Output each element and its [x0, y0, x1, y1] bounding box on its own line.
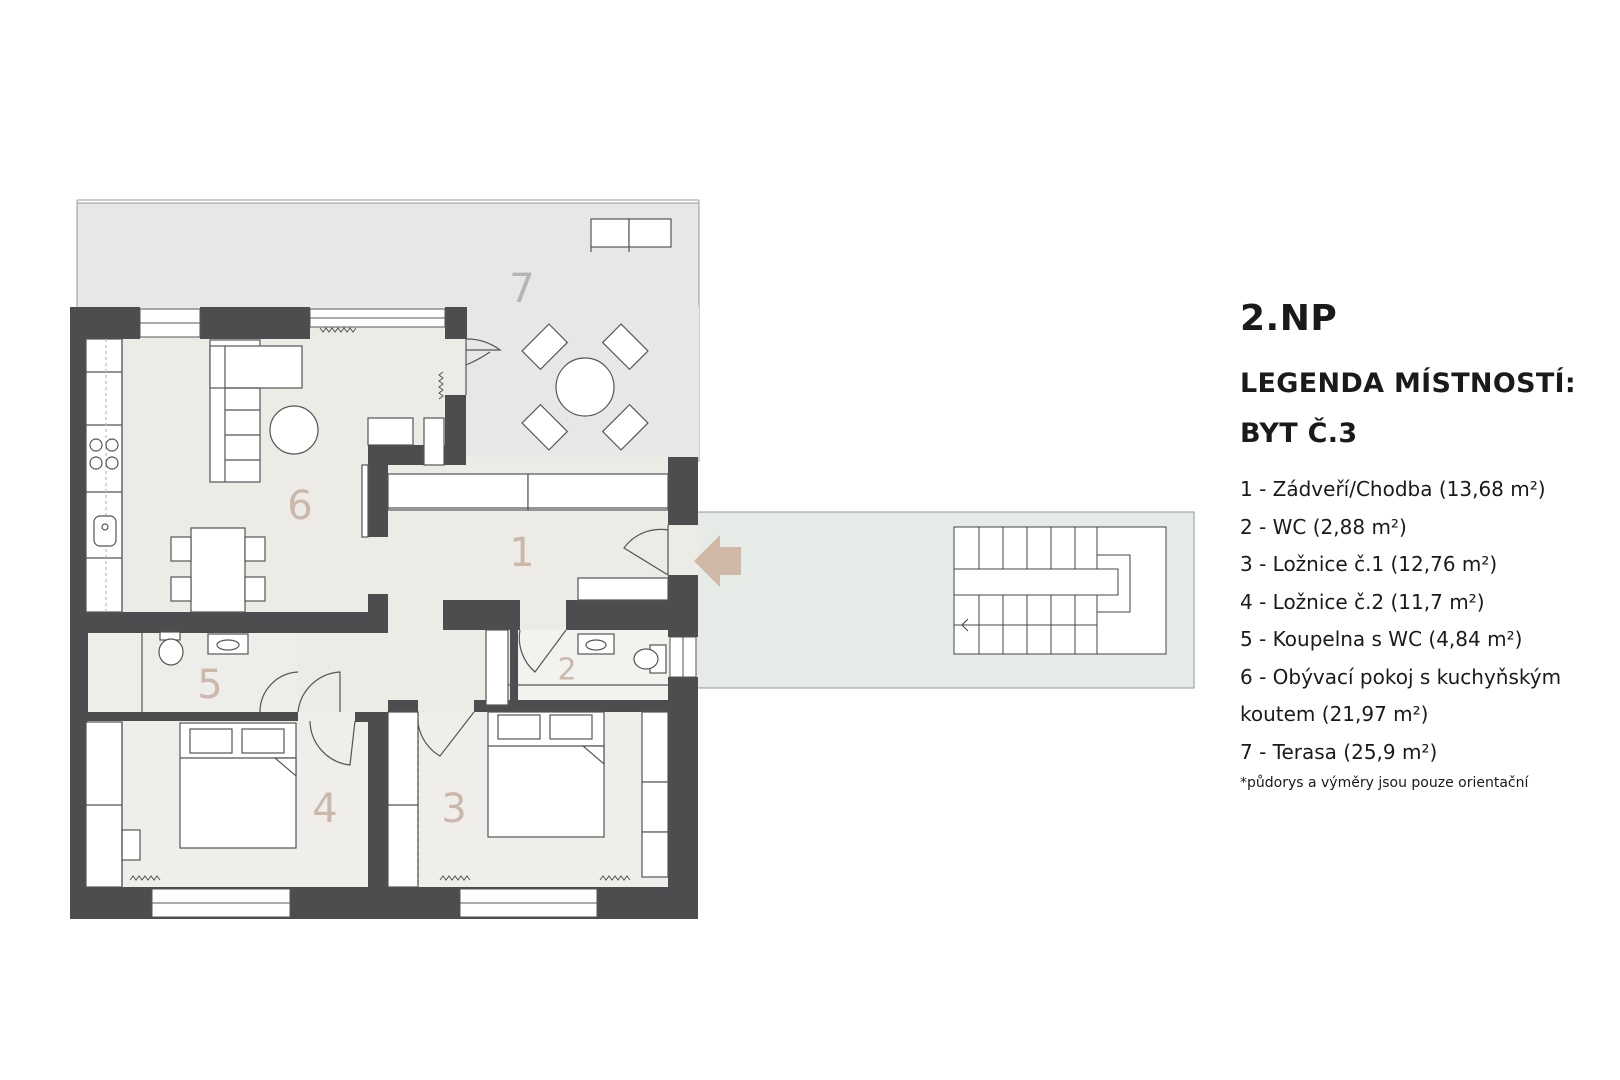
apartment-title: BYT Č.3 [1240, 418, 1358, 449]
list-item: 2 - WC (2,88 m²) [1240, 514, 1407, 539]
staircase [953, 526, 1167, 655]
room-labels: 1 2 3 4 5 6 7 [197, 266, 576, 832]
legend-heading: LEGENDA MÍSTNOSTÍ: [1240, 368, 1576, 399]
floor-title: 2.NP [1240, 298, 1338, 339]
list-item: 4 - Ložnice č.2 (11,7 m²) [1240, 589, 1485, 614]
room-label-6: 6 [287, 483, 312, 529]
list-item: koutem (21,97 m²) [1240, 702, 1429, 726]
room-list: 1 - Zádveří/Chodba (13,68 m²) 2 - WC (2,… [1240, 471, 1600, 771]
room-label-5: 5 [197, 662, 222, 708]
legend-panel: 2.NP LEGENDA MÍSTNOSTÍ: BYT Č.3 1 - Zádv… [1240, 298, 1600, 791]
list-item: 6 - Obývací pokoj s kuchyňským [1240, 664, 1562, 689]
room-label-2: 2 [557, 653, 576, 688]
disclaimer-note: *půdorys a výměry jsou pouze orientační [1240, 775, 1529, 791]
list-item: 3 - Ložnice č.1 (12,76 m²) [1240, 552, 1498, 576]
room-label-3: 3 [441, 786, 466, 832]
list-item: 7 - Terasa (25,9 m²) [1240, 739, 1438, 764]
furniture [85, 218, 672, 888]
list-item: 1 - Zádveří/Chodba (13,68 m²) [1240, 477, 1546, 501]
entrance-arrow [694, 535, 741, 587]
room-label-1: 1 [509, 530, 534, 576]
list-item: 5 - Koupelna s WC (4,84 m²) [1240, 627, 1523, 651]
room-label-4: 4 [312, 786, 337, 832]
room-label-7: 7 [509, 266, 534, 312]
